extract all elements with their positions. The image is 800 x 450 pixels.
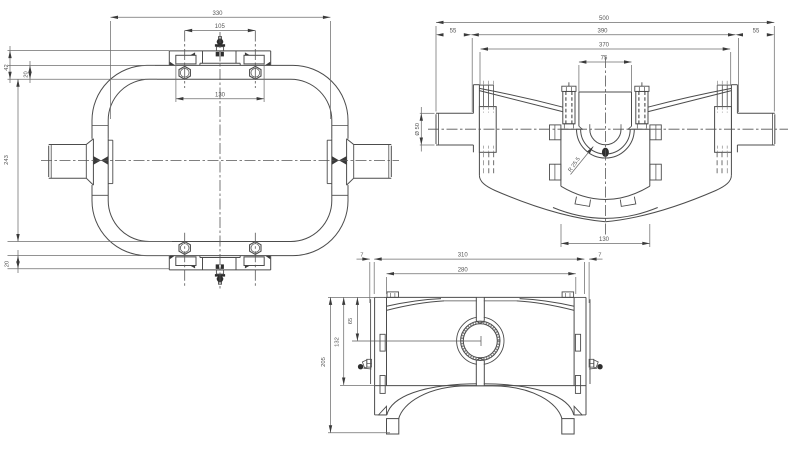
svg-text:55: 55 (450, 28, 457, 34)
svg-text:280: 280 (458, 267, 469, 273)
svg-text:330: 330 (212, 11, 223, 17)
svg-text:65: 65 (348, 318, 354, 324)
svg-text:243: 243 (4, 155, 10, 165)
svg-text:42: 42 (4, 64, 10, 70)
svg-text:390: 390 (597, 28, 608, 34)
svg-text:Ø 50: Ø 50 (415, 123, 421, 136)
svg-text:132: 132 (334, 337, 340, 347)
svg-text:20: 20 (24, 71, 30, 77)
svg-text:7: 7 (598, 253, 601, 259)
svg-text:55: 55 (753, 28, 760, 34)
svg-text:370: 370 (599, 43, 610, 49)
svg-text:20: 20 (5, 261, 11, 267)
svg-text:130: 130 (599, 237, 610, 243)
svg-text:130: 130 (215, 92, 226, 98)
svg-text:75: 75 (601, 56, 608, 62)
svg-text:7: 7 (360, 253, 363, 259)
svg-text:500: 500 (599, 16, 610, 22)
svg-text:205: 205 (321, 357, 327, 367)
svg-text:105: 105 (215, 24, 226, 30)
svg-text:310: 310 (458, 253, 469, 259)
